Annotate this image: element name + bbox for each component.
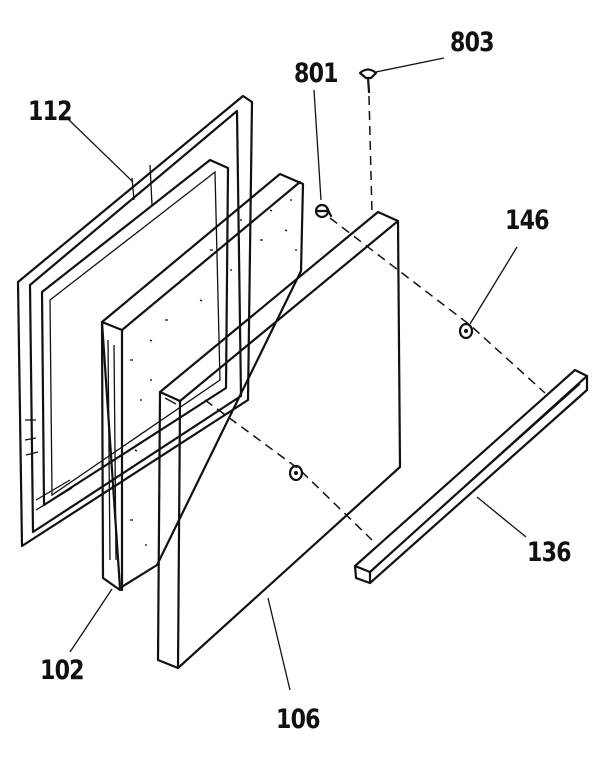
door-frame-112	[16, 94, 254, 548]
screw-803	[358, 68, 378, 94]
callout-102: 102	[40, 655, 85, 686]
screw-801	[314, 203, 333, 219]
callout-803: 803	[450, 27, 495, 58]
assembly-lines	[204, 95, 546, 541]
callout-112: 112	[28, 96, 73, 127]
spacer-146	[458, 322, 474, 340]
handle-strip-136	[353, 368, 589, 585]
callout-801: 801	[294, 58, 339, 89]
leader-lines	[66, 57, 527, 691]
callout-106: 106	[276, 704, 321, 735]
callout-146: 146	[505, 205, 550, 236]
inner-panel-102	[100, 172, 305, 592]
spacer-146-lower	[288, 464, 304, 482]
callout-136: 136	[527, 537, 572, 568]
door-panel-106	[156, 210, 402, 670]
